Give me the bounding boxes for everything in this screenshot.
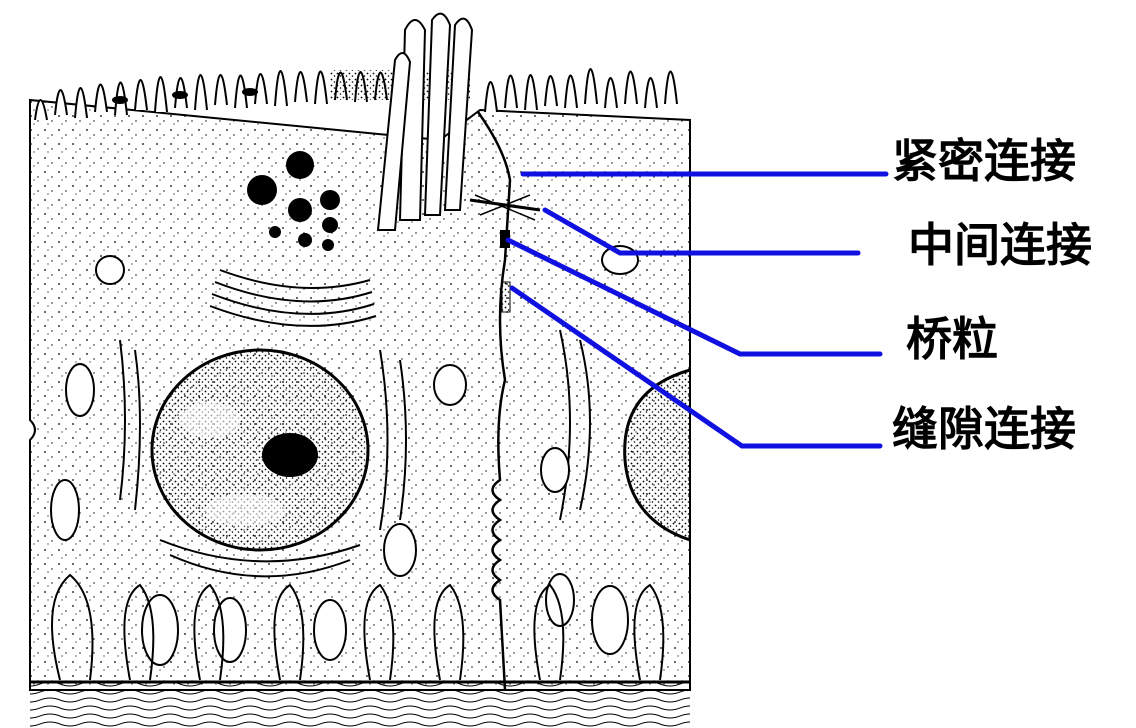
- nucleus: [152, 350, 368, 550]
- label-intermediate-junction: 中间连接: [908, 222, 1092, 268]
- label-desmosome: 桥粒: [906, 316, 998, 362]
- label-tight-junction: 紧密连接: [892, 138, 1076, 184]
- label-gap-junction: 缝隙连接: [892, 406, 1076, 452]
- cilia-bundle: [378, 14, 472, 230]
- epithelial-cell-illustration: [0, 0, 700, 728]
- basement-membrane: [30, 680, 690, 728]
